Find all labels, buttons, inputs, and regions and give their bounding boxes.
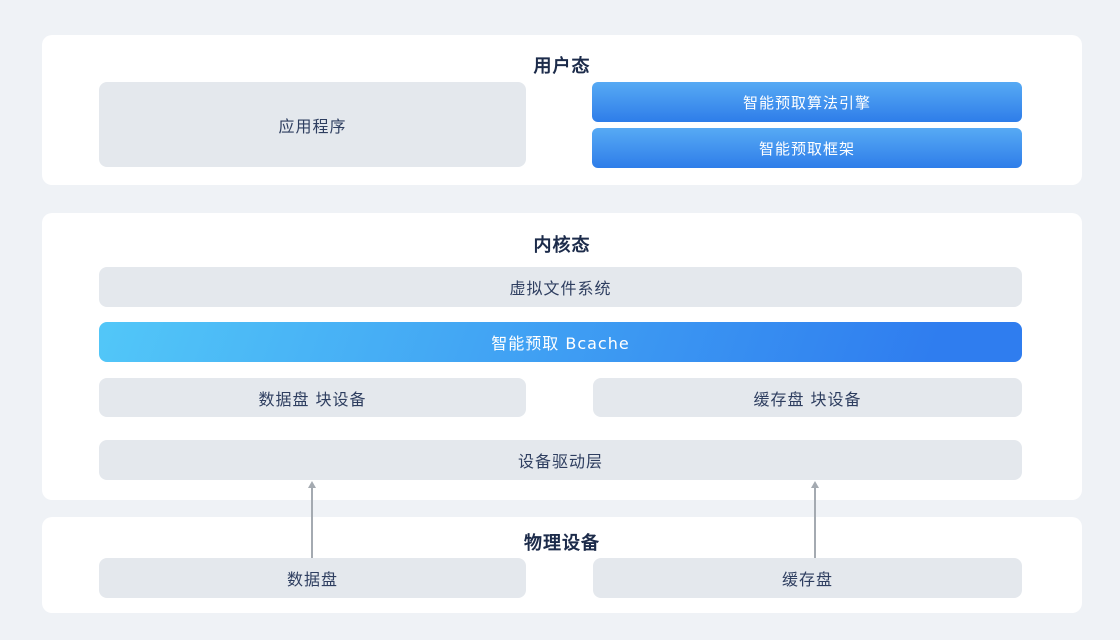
arrow-up-icon: [811, 481, 819, 488]
application-box: 应用程序: [99, 82, 526, 167]
physical-device-section: 物理设备 数据盘 缓存盘: [42, 517, 1082, 613]
cache-disk-box: 缓存盘: [593, 558, 1022, 598]
virtual-file-system-box: 虚拟文件系统: [99, 267, 1022, 307]
smart-prefetch-bcache-box: 智能预取 Bcache: [99, 322, 1022, 362]
user-mode-section: 用户态 应用程序 智能预取算法引擎 智能预取框架: [42, 35, 1082, 185]
cache-disk-to-driver-arrow: [810, 481, 820, 558]
arrow-line: [814, 488, 816, 558]
device-driver-layer-box: 设备驱动层: [99, 440, 1022, 480]
kernel-mode-section: 内核态 虚拟文件系统 智能预取 Bcache 数据盘 块设备 缓存盘 块设备 设…: [42, 213, 1082, 500]
arrow-line: [311, 488, 313, 558]
cache-disk-block-device-box: 缓存盘 块设备: [593, 378, 1022, 417]
user-mode-title: 用户态: [533, 56, 591, 77]
data-disk-to-driver-arrow: [307, 481, 317, 558]
kernel-mode-title: 内核态: [533, 235, 591, 256]
prefetch-algorithm-engine-box: 智能预取算法引擎: [592, 82, 1022, 122]
data-disk-block-device-box: 数据盘 块设备: [99, 378, 526, 417]
data-disk-box: 数据盘: [99, 558, 526, 598]
arrow-up-icon: [308, 481, 316, 488]
physical-device-title: 物理设备: [524, 533, 600, 554]
prefetch-framework-box: 智能预取框架: [592, 128, 1022, 168]
